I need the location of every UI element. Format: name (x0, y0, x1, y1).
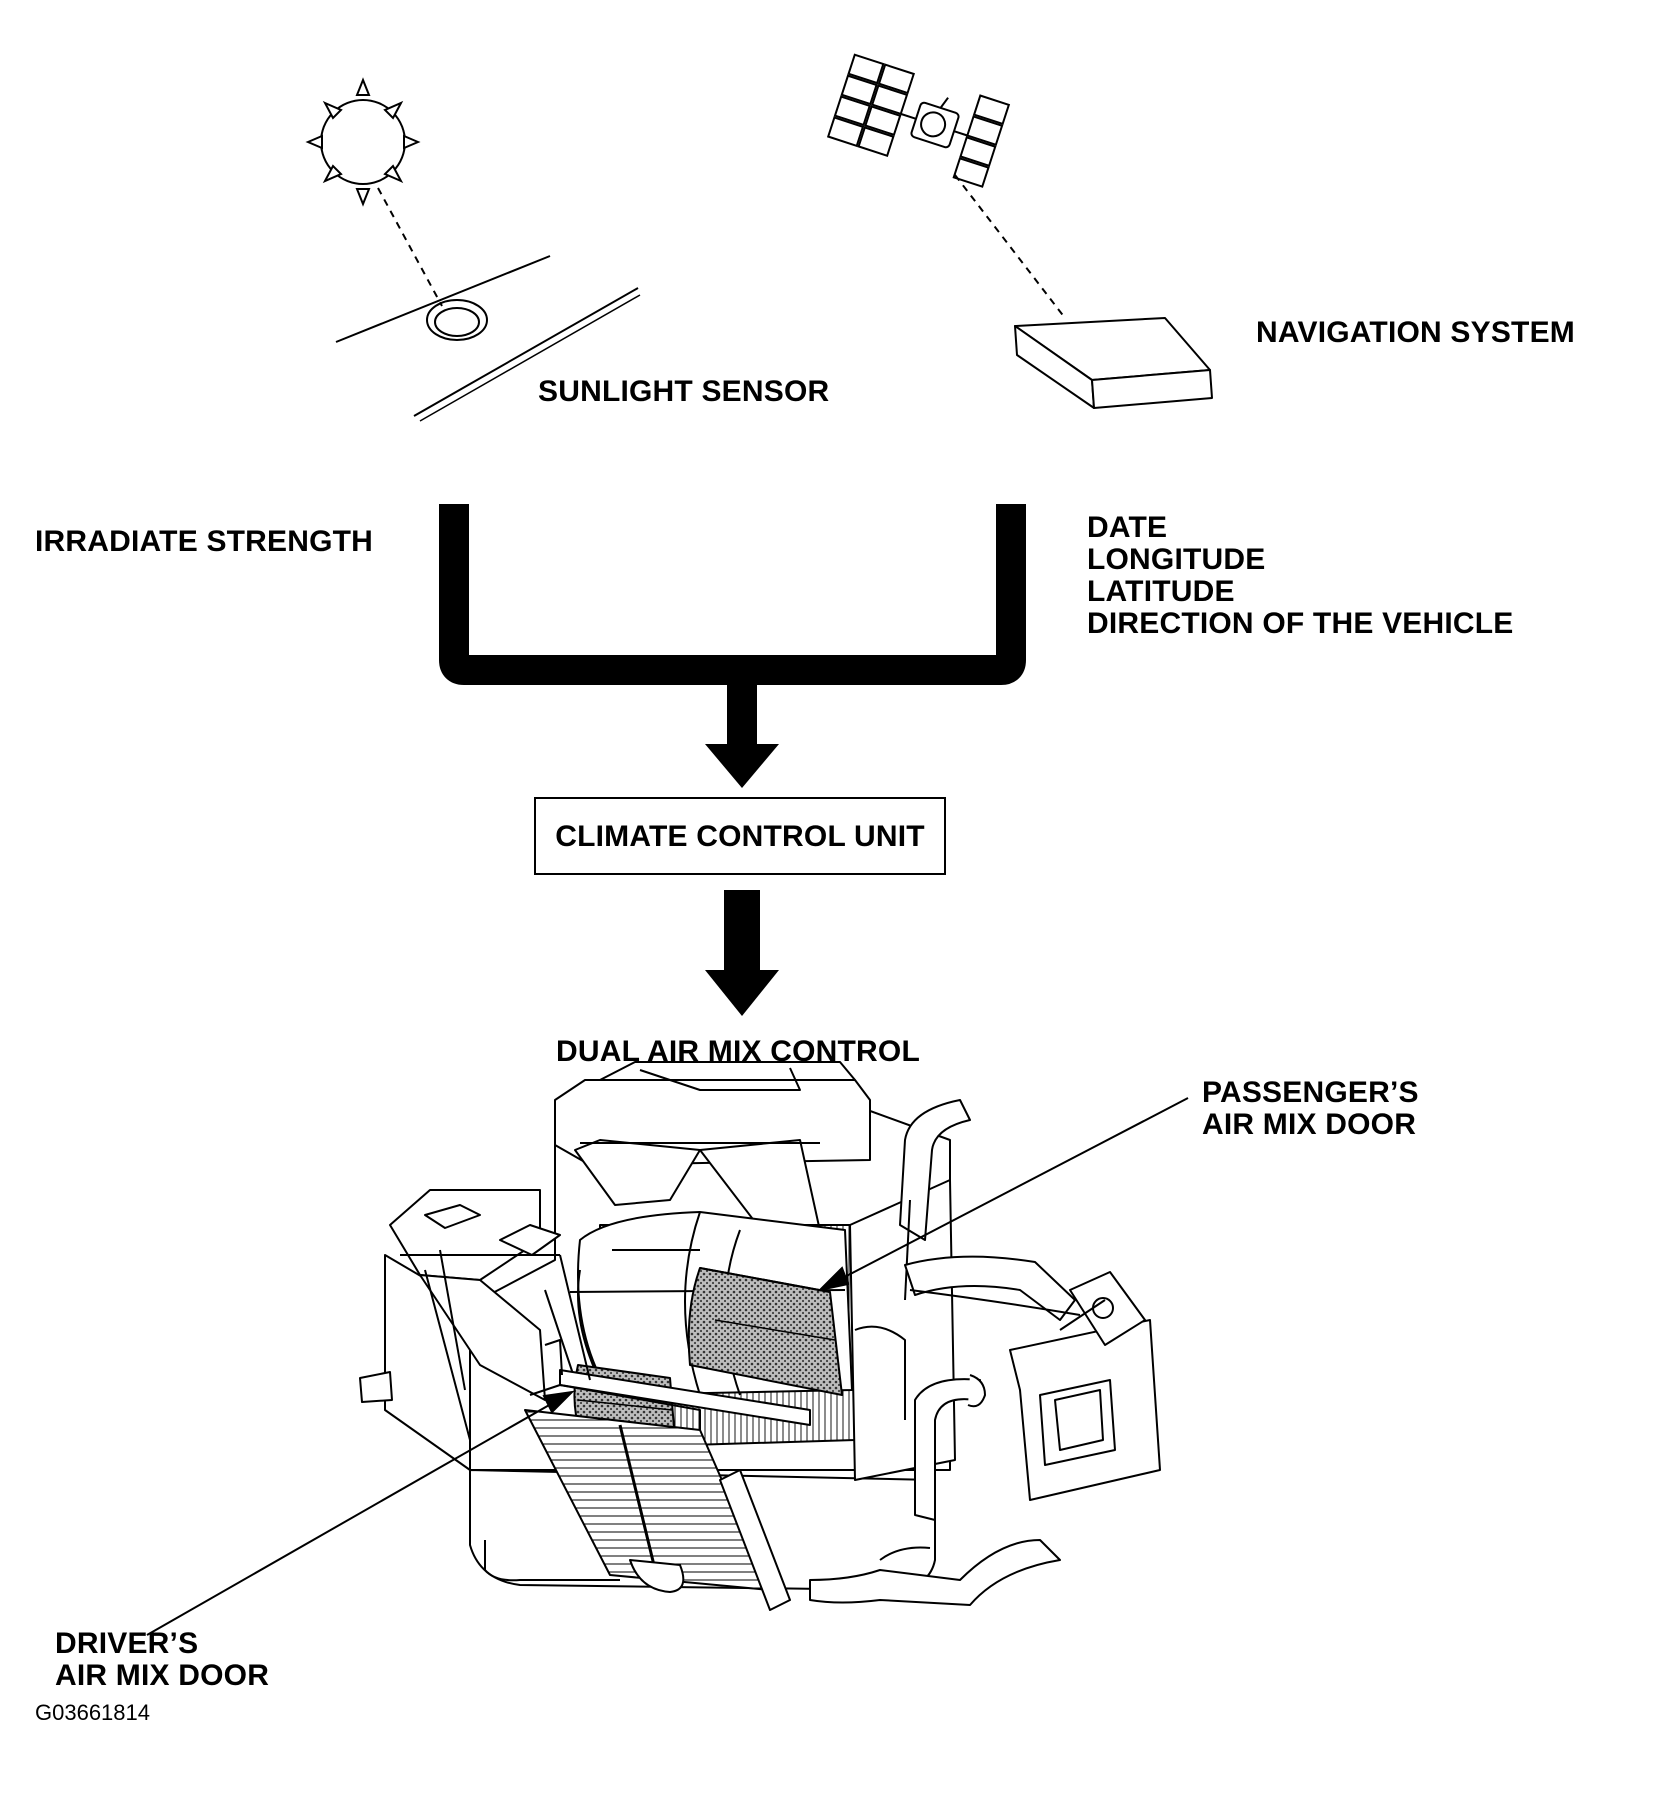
flow-connector (439, 504, 1026, 745)
sun-ray-line (377, 187, 443, 307)
irradiate-strength-label: IRRADIATE STRENGTH (35, 525, 374, 558)
drivers-label-line1: DRIVER’S (55, 1627, 199, 1660)
nav-output-longitude: LONGITUDE (1087, 543, 1266, 576)
sun-icon (305, 77, 421, 207)
navigation-outputs-list: DATE LONGITUDE LATITUDE DIRECTION OF THE… (1087, 512, 1514, 640)
hvac-unit-illustration (359, 1061, 1161, 1611)
driver-door-leader (146, 1390, 575, 1636)
drivers-air-mix-door-label: DRIVER’S AIR MIX DOOR (55, 1628, 269, 1692)
flow-arrow-shaft-lower (724, 890, 760, 972)
drivers-label-line2: AIR MIX DOOR (55, 1659, 270, 1692)
flow-arrow-to-control-unit (705, 744, 779, 788)
satellite-icon (826, 53, 1011, 188)
climate-control-unit-label: CLIMATE CONTROL UNIT (555, 819, 925, 853)
passengers-label-line1: PASSENGER’S (1202, 1076, 1419, 1109)
sunlight-sensor-icon (335, 255, 641, 422)
flow-arrow-to-air-mix (705, 970, 779, 1016)
sunlight-sensor-label: SUNLIGHT SENSOR (538, 375, 830, 408)
figure-code: G03661814 (35, 1700, 150, 1725)
passenger-door-leader (816, 1097, 1189, 1292)
passengers-label-line2: AIR MIX DOOR (1202, 1108, 1417, 1141)
climate-control-unit-box: CLIMATE CONTROL UNIT (534, 797, 946, 875)
nav-output-direction: DIRECTION OF THE VEHICLE (1087, 607, 1514, 640)
nav-output-date: DATE (1087, 511, 1168, 544)
navigation-unit-icon (1014, 317, 1213, 409)
navigation-system-label: NAVIGATION SYSTEM (1256, 316, 1575, 349)
dual-air-mix-control-label: DUAL AIR MIX CONTROL (556, 1035, 920, 1068)
passengers-air-mix-door-label: PASSENGER’S AIR MIX DOOR (1202, 1077, 1419, 1141)
nav-output-latitude: LATITUDE (1087, 575, 1235, 608)
satellite-signal-line (954, 174, 1066, 319)
